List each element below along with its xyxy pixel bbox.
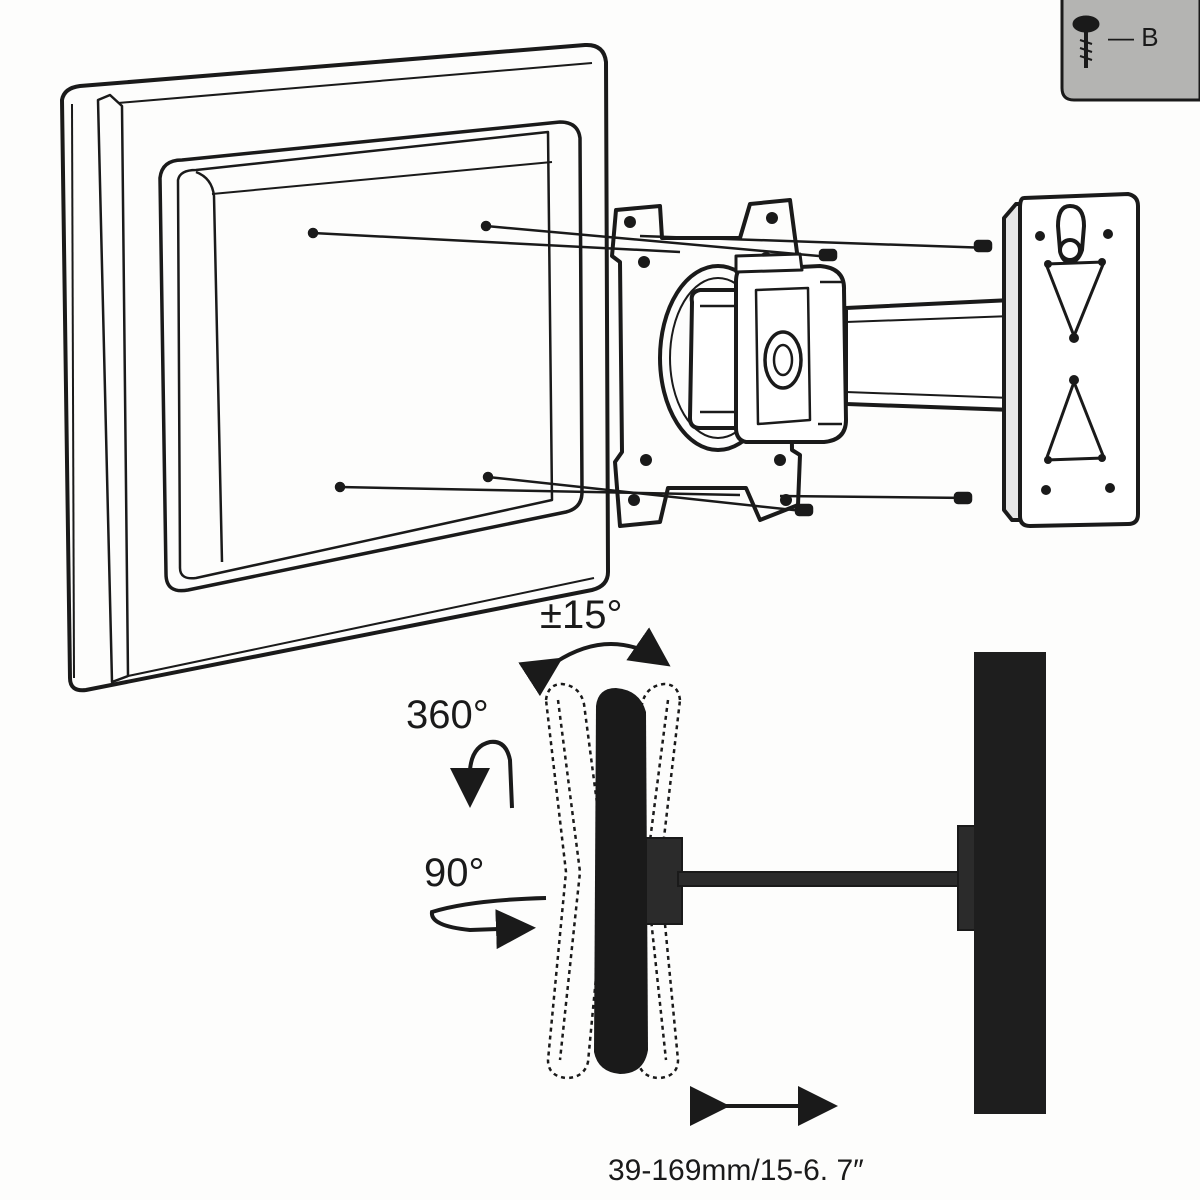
badge-label: — B [1108, 22, 1159, 52]
monitor-side-profile [594, 652, 1046, 1114]
rotate-angle-label: 360° [406, 693, 489, 737]
swivel-arrow [429, 896, 547, 950]
screw-guide-lines [307, 220, 993, 517]
extension-arm [844, 297, 1017, 413]
screw-icon [1072, 15, 1100, 68]
tilt-arrow [518, 627, 671, 697]
wall-side-profile [974, 652, 1046, 1114]
swivel-angle-label: 90° [424, 851, 485, 895]
tilt-angle-label: ±15° [540, 593, 622, 637]
extension-range-label: 39-169mm/15-6. 7″ [608, 1154, 864, 1187]
wall-plate [1002, 192, 1140, 528]
screw-b-badge: — B [1060, 0, 1200, 102]
monitor-illustration [60, 42, 610, 693]
rotate-arrow [450, 739, 514, 809]
tilt-joint [688, 252, 848, 444]
